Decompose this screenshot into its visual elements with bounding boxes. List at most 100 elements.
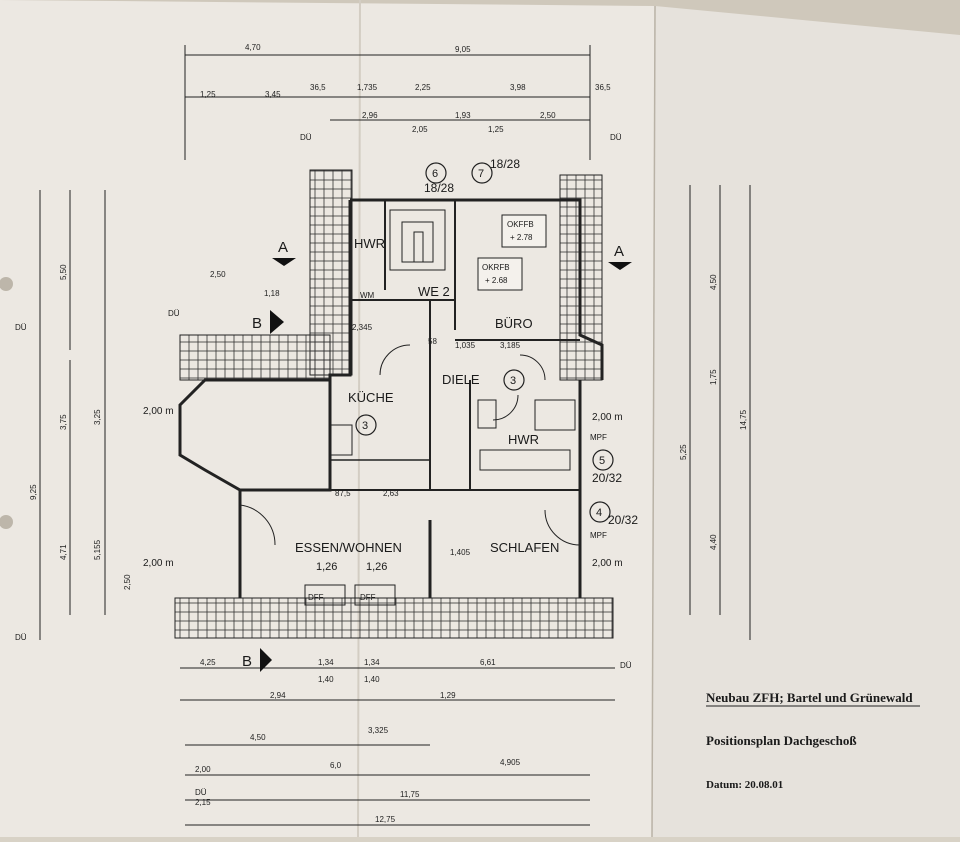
door-swing [492, 394, 519, 421]
dimension-text: 2,50 [540, 111, 556, 120]
room-label-buro: BÜRO [495, 316, 533, 331]
dimension-text: 1,25 [200, 90, 216, 99]
plan-title: Positionsplan Dachgeschoß [706, 733, 857, 748]
dimension-text: 2,96 [362, 111, 378, 120]
roof-window [304, 584, 346, 606]
dff-label: DFF [360, 593, 376, 602]
dimension-text: 4,70 [245, 43, 261, 52]
dimension-text: 5,50 [59, 264, 68, 280]
dimension-text: 6,0 [330, 761, 342, 770]
dimension-text: 1,735 [357, 83, 378, 92]
dimension-text: 58 [428, 337, 437, 346]
dimension-text: 3,25 [93, 409, 102, 425]
dimension-text: 5,155 [93, 539, 102, 560]
position-circle [589, 501, 611, 523]
wm-label: WM [360, 291, 375, 300]
washbasins [479, 449, 571, 471]
dimension-text: 1,40 [364, 675, 380, 684]
dimension-text: 1,405 [450, 548, 471, 557]
exterior-wall [328, 200, 352, 380]
dimension-text: 12,75 [375, 815, 396, 824]
height-label: 1,26 [366, 561, 387, 573]
position-size: 20/32 [608, 513, 638, 527]
dimension-text: 1,18 [264, 289, 280, 298]
position-circle [471, 162, 493, 184]
door-swing [519, 354, 546, 381]
dimension-text: 2,15 [195, 798, 211, 807]
dimension-text: 3,98 [510, 83, 526, 92]
section-b-label: B [252, 315, 262, 332]
okrfb-label: OKRFB [482, 263, 510, 272]
door-swing [239, 504, 276, 546]
okrfb-box [477, 257, 523, 291]
dimension-text: 1,34 [364, 658, 380, 667]
staircase [389, 209, 446, 271]
dimension-text: 36,5 [595, 83, 611, 92]
dimension-text: 4,905 [500, 758, 521, 767]
dimension-text: 9,25 [29, 484, 38, 500]
height-label: 1,26 [316, 561, 337, 573]
dimension-text: 11,75 [400, 790, 420, 799]
du-label: DÜ [620, 661, 632, 670]
shower [477, 399, 497, 429]
du-label: DÜ [15, 323, 27, 332]
position-circle [425, 162, 447, 184]
room-label-schlafen: SCHLAFEN [490, 540, 559, 555]
dimension-text: 1,93 [455, 111, 471, 120]
position-number: 3 [362, 420, 368, 432]
door-swing [379, 344, 411, 376]
section-a-marker-left [272, 258, 296, 266]
project-title: Neubau ZFH; Bartel und Grünewald [706, 690, 913, 705]
dimension-text: 2,05 [412, 125, 428, 134]
dimension-text: 6,61 [480, 658, 496, 667]
section-b-label: B [242, 653, 252, 670]
dimension-text: 2,25 [415, 83, 431, 92]
exterior-wall [350, 198, 604, 380]
bathtub [534, 399, 576, 431]
punch-hole [0, 515, 13, 529]
dimension-text: 2,00 [195, 765, 211, 774]
dimension-text: 1,34 [318, 658, 334, 667]
position-circle [355, 414, 377, 436]
position-size: 18/28 [424, 181, 454, 195]
balcony-tiles [174, 597, 614, 639]
section-b-marker-top [270, 310, 284, 334]
position-number: 5 [599, 455, 605, 467]
paper-fold [651, 5, 656, 838]
chimney-left [309, 169, 353, 376]
dimension-text: 87,5 [335, 489, 351, 498]
dimension-text: 2,94 [270, 691, 286, 700]
paper-right [652, 6, 960, 837]
dimension-text: 2,50 [210, 270, 226, 279]
room-label-we2: WE 2 [418, 284, 450, 299]
dimension-text: 1,25 [488, 125, 504, 134]
dimension-text: 3,45 [265, 90, 281, 99]
height-label: 2,00 m [143, 558, 174, 569]
room-label-hwr-2: HWR [508, 432, 539, 447]
dimension-text: 5,25 [679, 444, 688, 460]
du-label: DÜ [195, 788, 207, 797]
dimension-text: 1,29 [440, 691, 456, 700]
dimension-text: 2,50 [123, 574, 132, 590]
position-number: 3 [510, 375, 516, 387]
room-label-hwr: HWR [354, 236, 385, 251]
punch-hole [0, 277, 13, 291]
position-number: 7 [478, 168, 484, 180]
okffb-box [501, 214, 547, 248]
dimension-text: 2,63 [383, 489, 399, 498]
dimension-text: 4,50 [709, 274, 718, 290]
height-label: 2,00 m [592, 558, 623, 569]
dimension-text: 14,75 [739, 409, 748, 430]
stove [329, 424, 353, 456]
du-label: DÜ [300, 133, 312, 142]
section-a-marker-right [608, 262, 632, 270]
position-number: 4 [596, 507, 602, 519]
roof-window [354, 584, 396, 606]
dff-label: DFF [308, 593, 324, 602]
dimension-text: 4,50 [250, 733, 266, 742]
dimension-text: 3,185 [500, 341, 521, 350]
dimension-text: 2,345 [352, 323, 373, 332]
plan-date: Datum: 20.08.01 [706, 779, 783, 791]
